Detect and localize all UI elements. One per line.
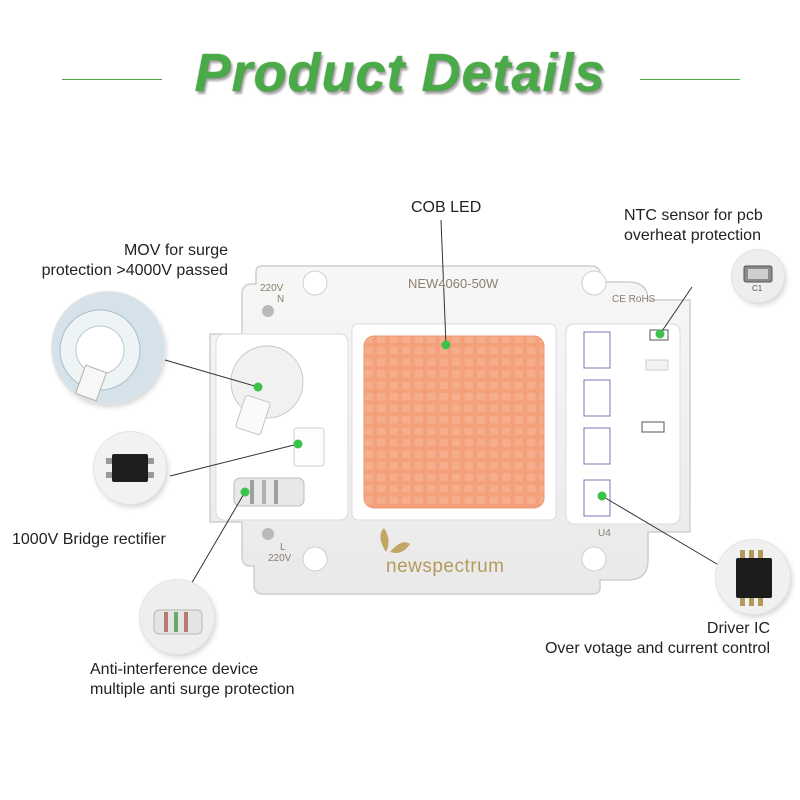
bridge-rectifier-closeup [94, 432, 166, 504]
title-rule-left [62, 79, 162, 80]
mov-closeup [52, 292, 164, 404]
board-ic-ref: U4 [598, 528, 611, 539]
ntc-sensor-closeup: C1 [732, 250, 784, 302]
label-cob-led: COB LED [411, 199, 482, 216]
board-cert-text: CE RoHS [612, 294, 656, 305]
driver-ic-closeup [716, 540, 790, 614]
label-bridge-rectifier: 1000V Bridge rectifier [12, 531, 166, 548]
board-model-text: NEW4060-50W [408, 276, 499, 291]
label-ntc-sensor: NTC sensor for pcb overheat protection [624, 207, 763, 244]
board-top-pin: N [277, 294, 285, 305]
label-mov: MOV for surge protection >4000V passed [41, 242, 228, 279]
page-title: Product Details [194, 43, 606, 103]
board-brand-text: newspectrum [386, 556, 505, 577]
label-driver-ic: Driver IC Over votage and current contro… [544, 620, 770, 657]
title-rule-right [640, 79, 740, 80]
board-bottom-voltage: 220V [268, 553, 292, 564]
cob-led-chip [363, 335, 545, 509]
board-top-voltage: 220V [260, 283, 284, 294]
board-bottom-pin: L [280, 542, 286, 553]
label-anti-interference: Anti-interference device multiple anti s… [90, 661, 295, 698]
ntc-closeup-ref: C1 [752, 284, 763, 293]
anti-interference-closeup [140, 580, 214, 654]
